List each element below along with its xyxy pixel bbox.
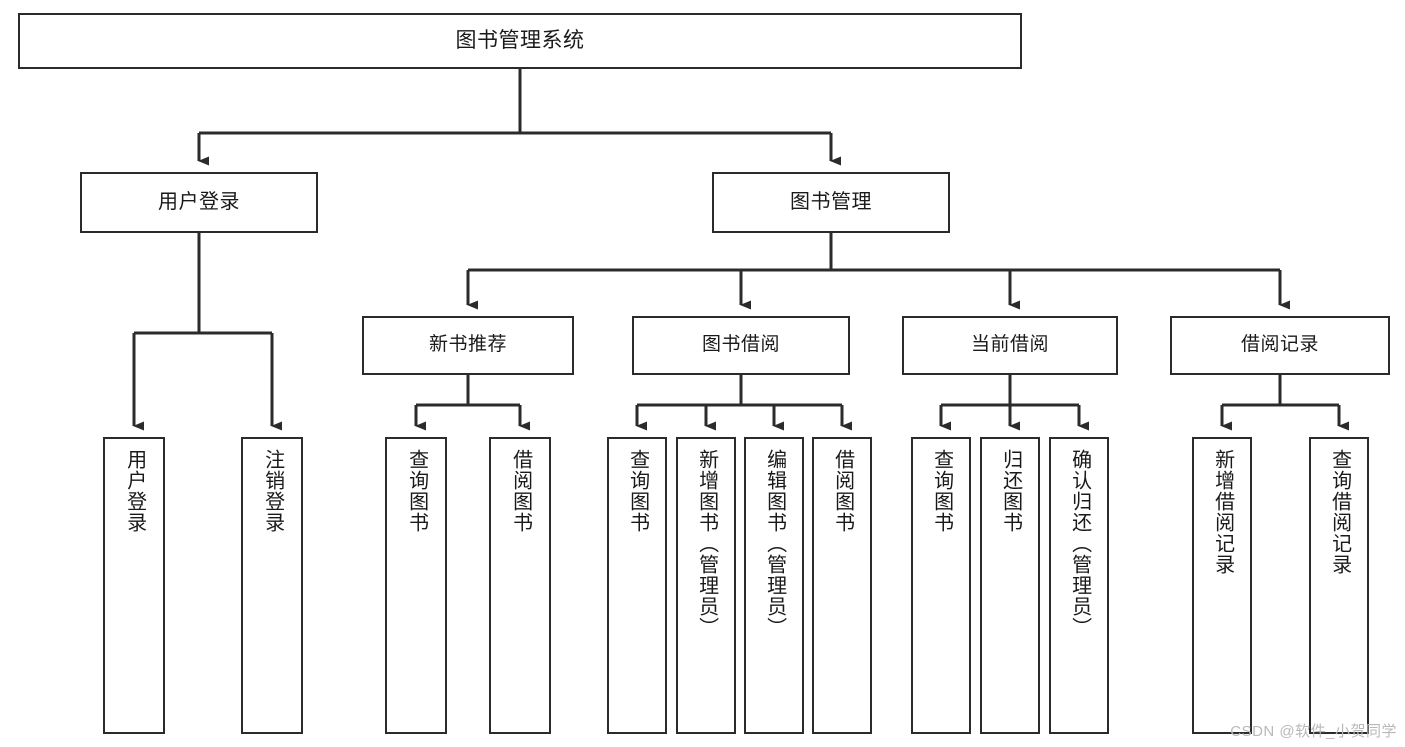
leaf-current-borrow-confirm-return-admin[interactable]: 确认归还（管理员） (1049, 437, 1109, 734)
node-label: 注销登录 (261, 449, 284, 533)
leaf-new-book-query-book[interactable]: 查询图书 (385, 437, 447, 734)
node-borrow-record[interactable]: 借阅记录 (1170, 316, 1390, 375)
node-current-borrow[interactable]: 当前借阅 (902, 316, 1118, 375)
node-book-management[interactable]: 图书管理 (712, 172, 950, 233)
node-label: 查询图书 (930, 449, 953, 533)
node-new-book-recommend[interactable]: 新书推荐 (362, 316, 574, 375)
node-label: 编辑图书（管理员） (763, 449, 786, 638)
node-label: 确认归还（管理员） (1068, 449, 1091, 638)
node-label: 图书借阅 (701, 334, 780, 356)
node-root-book-management-system[interactable]: 图书管理系统 (18, 13, 1022, 69)
node-label: 借阅图书 (509, 449, 532, 533)
leaf-borrow-record-query-record[interactable]: 查询借阅记录 (1309, 437, 1369, 734)
node-label: 新书推荐 (428, 334, 507, 356)
node-label: 查询图书 (626, 449, 649, 533)
node-label: 借阅图书 (831, 449, 854, 533)
leaf-new-book-borrow-book[interactable]: 借阅图书 (489, 437, 551, 734)
node-label: 图书管理系统 (455, 28, 585, 52)
node-label: 归还图书 (999, 449, 1022, 533)
node-label: 借阅记录 (1240, 334, 1319, 356)
leaf-user-login-login[interactable]: 用户登录 (103, 437, 165, 734)
node-label: 新增借阅记录 (1211, 449, 1234, 575)
leaf-user-login-logout[interactable]: 注销登录 (241, 437, 303, 734)
node-label: 用户登录 (123, 449, 146, 533)
node-label: 图书管理 (790, 190, 872, 213)
leaf-book-borrow-edit-book-admin[interactable]: 编辑图书（管理员） (744, 437, 804, 734)
node-label: 用户登录 (158, 190, 240, 213)
node-user-login[interactable]: 用户登录 (80, 172, 318, 233)
node-label: 新增图书（管理员） (695, 449, 718, 638)
node-label: 查询借阅记录 (1328, 449, 1351, 575)
node-label: 当前借阅 (970, 334, 1049, 356)
node-label: 查询图书 (405, 449, 428, 533)
leaf-borrow-record-add-record[interactable]: 新增借阅记录 (1192, 437, 1252, 734)
csdn-watermark: CSDN @软件_小贺同学 (1230, 723, 1397, 740)
leaf-book-borrow-borrow-book[interactable]: 借阅图书 (812, 437, 872, 734)
leaf-book-borrow-add-book-admin[interactable]: 新增图书（管理员） (676, 437, 736, 734)
leaf-current-borrow-query-book[interactable]: 查询图书 (911, 437, 971, 734)
leaf-current-borrow-return-book[interactable]: 归还图书 (980, 437, 1040, 734)
node-book-borrow[interactable]: 图书借阅 (632, 316, 850, 375)
leaf-book-borrow-query-book[interactable]: 查询图书 (607, 437, 667, 734)
